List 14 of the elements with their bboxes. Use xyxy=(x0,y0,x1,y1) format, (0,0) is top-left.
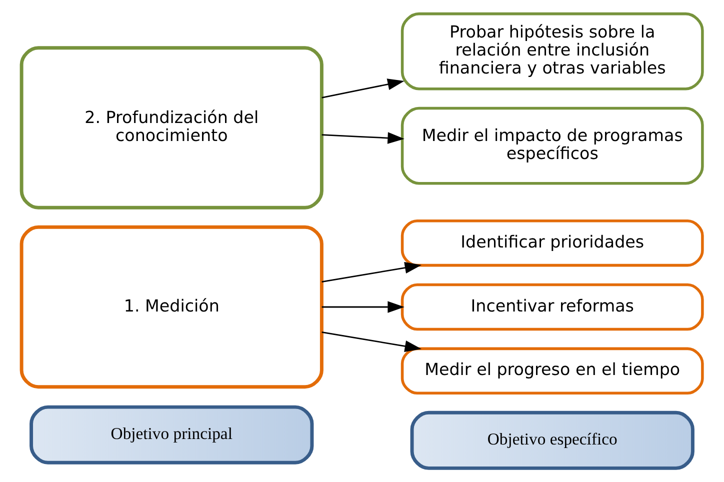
node-box: Objetivo principal xyxy=(30,405,314,464)
node-box: Medir el progreso en el tiempo xyxy=(400,347,704,395)
arrow xyxy=(322,301,404,313)
node-box: 2. Profundización del conocimiento xyxy=(20,46,324,210)
arrow xyxy=(322,132,404,144)
node-box: Probar hipótesis sobre la relación entre inclusión financiera y otras variables xyxy=(400,12,704,90)
arrow xyxy=(322,262,422,283)
node-box: Medir el impacto de programas específicos xyxy=(400,106,704,185)
node-box: Identificar prioridades xyxy=(400,219,704,267)
node-box: Incentivar reformas xyxy=(400,283,704,331)
arrow xyxy=(322,78,404,98)
node-box: 1. Medición xyxy=(20,225,324,389)
arrow xyxy=(322,331,422,352)
node-box: Objetivo específico xyxy=(410,410,694,470)
